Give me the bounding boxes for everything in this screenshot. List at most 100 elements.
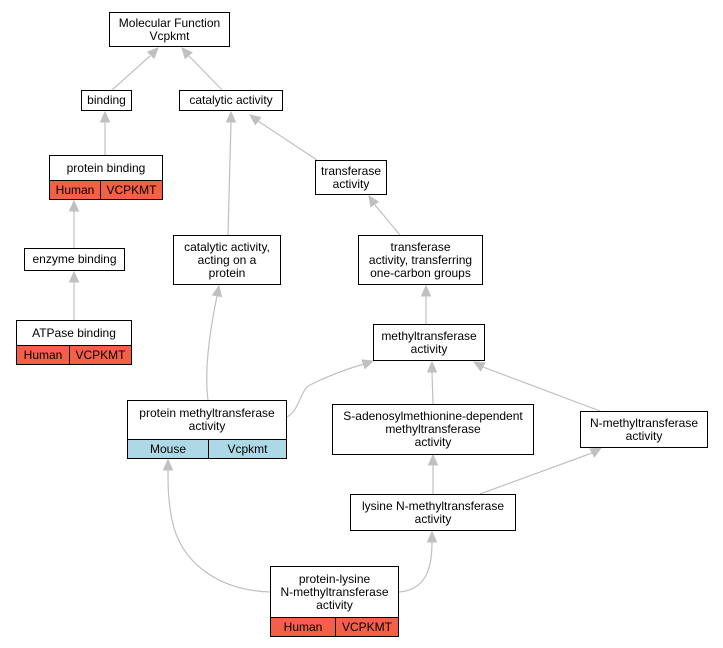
node-label: catalytic activity (180, 91, 282, 110)
edge-line (479, 452, 593, 495)
edge-enzyme-binding-to-protein-binding (68, 199, 80, 248)
edge-arrowhead (68, 199, 80, 212)
node-label: binding (82, 91, 131, 110)
edge-protein-lysine-n-methyltransferase-to-lysine-n-methyltransferase (398, 530, 438, 593)
edge-protein-methyltransferase-to-methyltransferase-activity (286, 359, 375, 418)
annotation-row: Mouse Vcpkmt (128, 439, 286, 458)
annotation-row: Human VCPKMT (17, 345, 131, 364)
edge-line (206, 295, 218, 401)
annotation-species[interactable]: Human (283, 620, 323, 634)
edge-line (167, 469, 271, 593)
node-label-line: catalytic activity, (184, 239, 270, 254)
edge-arrowhead (146, 47, 159, 60)
edge-arrowhead (162, 458, 174, 471)
node-label-line: Molecular Function (118, 15, 221, 30)
node-binding[interactable]: binding (81, 90, 132, 111)
node-label-line: catalytic activity (189, 93, 273, 107)
edge-line (286, 363, 365, 418)
annotation-species[interactable]: Human (23, 348, 63, 362)
node-label-line: activity (625, 428, 663, 443)
annotation-row: Human VCPKMT (271, 617, 398, 636)
annotation-gene[interactable]: VCPKMT (69, 346, 131, 364)
edge-lysine-n-methyltransferase-to-n-methyltransferase (479, 447, 603, 495)
edge-protein-binding-to-binding (99, 110, 111, 155)
node-label-line: methyltransferase (381, 328, 477, 343)
annotation-species[interactable]: Mouse (149, 442, 187, 456)
annotation-gene[interactable]: VCPKMT (100, 181, 162, 199)
node-label-line: enzyme binding (32, 252, 117, 266)
edge-line (111, 55, 151, 91)
edge-binding-to-molecular-function (111, 47, 159, 91)
node-enzyme-binding[interactable]: enzyme binding (24, 248, 125, 271)
edge-arrowhead (368, 194, 380, 208)
node-label-line: activity (414, 511, 452, 526)
edge-transferase-activity-to-catalytic-activity (249, 114, 318, 161)
node-label-line: N-methyltransferase (589, 415, 699, 430)
edge-arrowhead (181, 47, 193, 60)
edge-transferase-one-carbon-to-transferase-activity (368, 194, 401, 236)
edge-line (431, 371, 434, 405)
annotation-row: Human VCPKMT (50, 180, 162, 199)
edge-arrowhead (68, 270, 80, 283)
node-label-line: activity (414, 435, 452, 449)
edge-methyltransferase-activity-to-transferase-one-carbon (420, 284, 432, 324)
annotation-species[interactable]: Human (55, 183, 95, 197)
node-label-line: activity (332, 176, 370, 191)
node-label-line: Vcpkmt (149, 28, 190, 43)
edge-arrowhead (472, 361, 486, 372)
edge-arrowhead (99, 110, 111, 123)
edge-line (257, 120, 318, 161)
node-label-line: transferase (320, 163, 382, 178)
edge-catalytic-activity-to-molecular-function (181, 47, 223, 91)
node-label-line: methyltransferase (385, 422, 481, 436)
edge-arrowhead (211, 284, 223, 298)
node-catalytic-activity[interactable]: catalytic activity (179, 90, 283, 111)
node-label-line: S-adenosylmethionine-dependent (343, 409, 523, 423)
edge-arrowhead (427, 453, 439, 466)
annotation-gene[interactable]: Vcpkmt (208, 440, 286, 458)
node-label: protein binding (50, 156, 162, 180)
node-label-line: transferase (390, 239, 451, 254)
edge-arrowhead (426, 360, 438, 373)
node-label-line: protein binding (66, 160, 146, 175)
edge-arrowhead (225, 110, 237, 123)
edge-protein-lysine-n-methyltransferase-to-protein-methyltransferase (162, 458, 271, 593)
edge-line (227, 121, 232, 236)
node-label-line: activity (410, 341, 448, 356)
edge-atpase-binding-to-enzyme-binding (68, 270, 80, 320)
edge-lysine-n-methyltransferase-to-sam-methyltransferase (427, 453, 439, 494)
edge-n-methyltransferase-to-methyltransferase-activity (472, 361, 601, 412)
node-label-line: activity, transferring (368, 252, 473, 267)
node-label-line: protein methyltransferase (139, 406, 275, 420)
node-label-line: activity (316, 597, 353, 612)
node-label-line: ATPase binding (32, 325, 116, 340)
edge-arrowhead (420, 284, 432, 297)
annotation-gene[interactable]: VCPKMT (335, 618, 398, 636)
edge-arrowhead (426, 530, 438, 543)
node-label-line: lysine N-methyltransferase (361, 498, 505, 513)
edge-line (374, 204, 401, 236)
node-label-line: one-carbon groups (370, 265, 471, 280)
